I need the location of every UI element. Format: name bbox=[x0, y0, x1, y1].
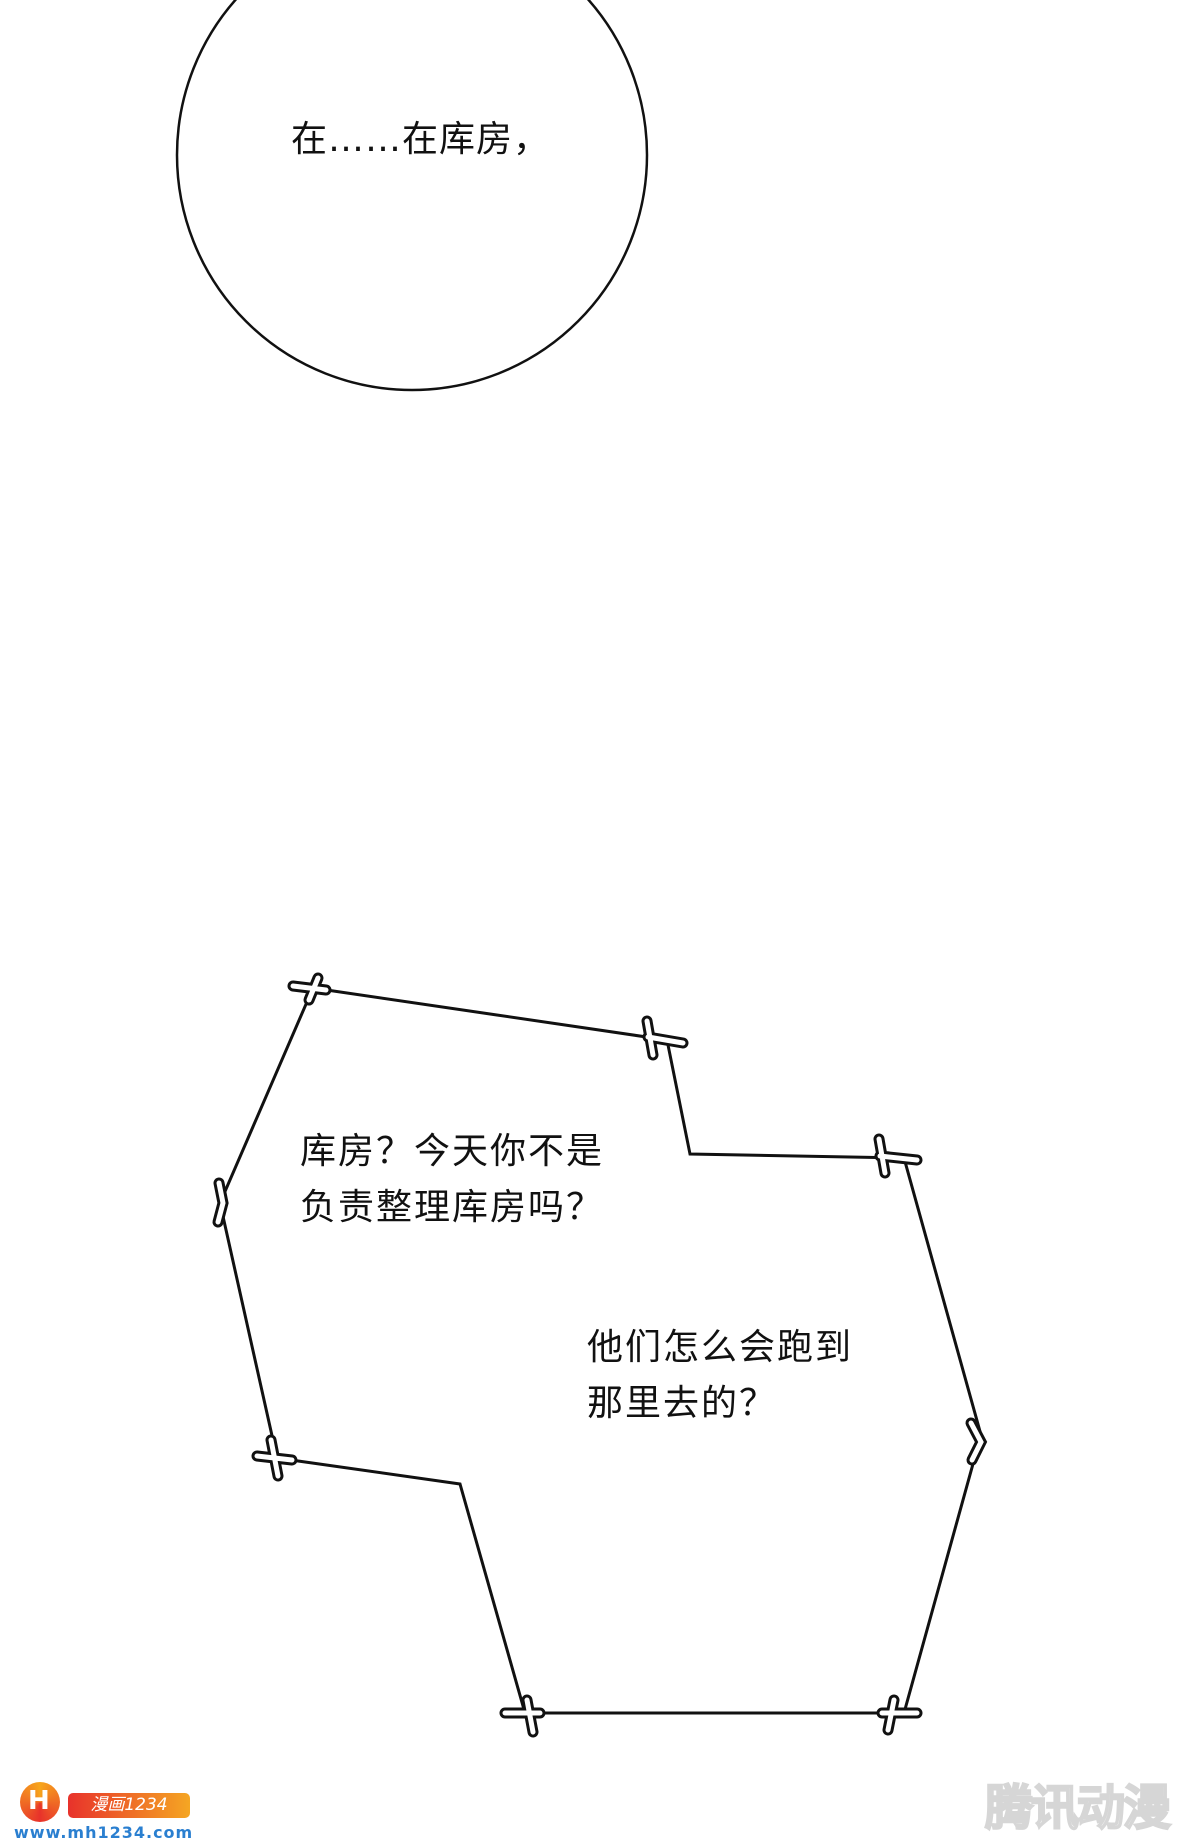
burst-line-4: 那里去的？ bbox=[587, 1383, 778, 1424]
round-speech-bubble bbox=[175, 0, 649, 392]
burst-bubble-text-upper: 库房？今天你不是 负责整理库房吗？ bbox=[300, 1124, 604, 1236]
burst-line-2: 负责整理库房吗？ bbox=[300, 1187, 605, 1228]
round-bubble-text: 在……在库房， bbox=[291, 119, 551, 160]
site-logo-letter: H bbox=[28, 1786, 50, 1816]
burst-line-1: 库房？今天你不是 bbox=[300, 1131, 605, 1172]
brand-watermark: 腾讯动漫 bbox=[984, 1779, 1172, 1837]
site-url: www.mh1234.com bbox=[14, 1823, 194, 1842]
site-badge: 漫画1234 bbox=[68, 1793, 190, 1818]
site-logo-icon: H bbox=[20, 1782, 60, 1822]
burst-line-3: 他们怎么会跑到 bbox=[587, 1327, 854, 1368]
burst-bubble-text-lower: 他们怎么会跑到 那里去的？ bbox=[587, 1320, 853, 1432]
